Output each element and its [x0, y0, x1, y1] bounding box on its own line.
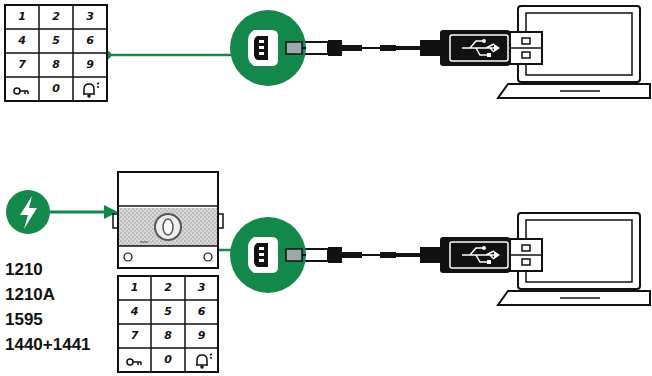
model-number: 1210 [5, 260, 43, 280]
key-digit: 9 [185, 329, 218, 343]
model-number: 1210A [5, 285, 55, 305]
model-number: 1595 [5, 310, 43, 330]
key-digit: 1 [118, 281, 151, 295]
key-digit: 3 [73, 10, 107, 24]
key-digit: 0 [151, 353, 184, 367]
key-digit: 6 [185, 305, 218, 319]
key-digit: 7 [118, 329, 151, 343]
model-number: 1440+1441 [5, 335, 91, 355]
key-digit: 5 [151, 305, 184, 319]
key-digit: 2 [39, 10, 73, 24]
key-digit: 2 [151, 281, 184, 295]
key-digit: 0 [39, 82, 73, 96]
key-digit: 3 [185, 281, 218, 295]
key-digit: 4 [118, 305, 151, 319]
key-digit: 5 [39, 34, 73, 48]
key-digit: 4 [5, 34, 39, 48]
key-digit: 8 [39, 58, 73, 72]
key-digit: 1 [5, 10, 39, 24]
key-digit: 7 [5, 58, 39, 72]
key-digit: 8 [151, 329, 184, 343]
key-digit: 6 [73, 34, 107, 48]
key-digit: 9 [73, 58, 107, 72]
